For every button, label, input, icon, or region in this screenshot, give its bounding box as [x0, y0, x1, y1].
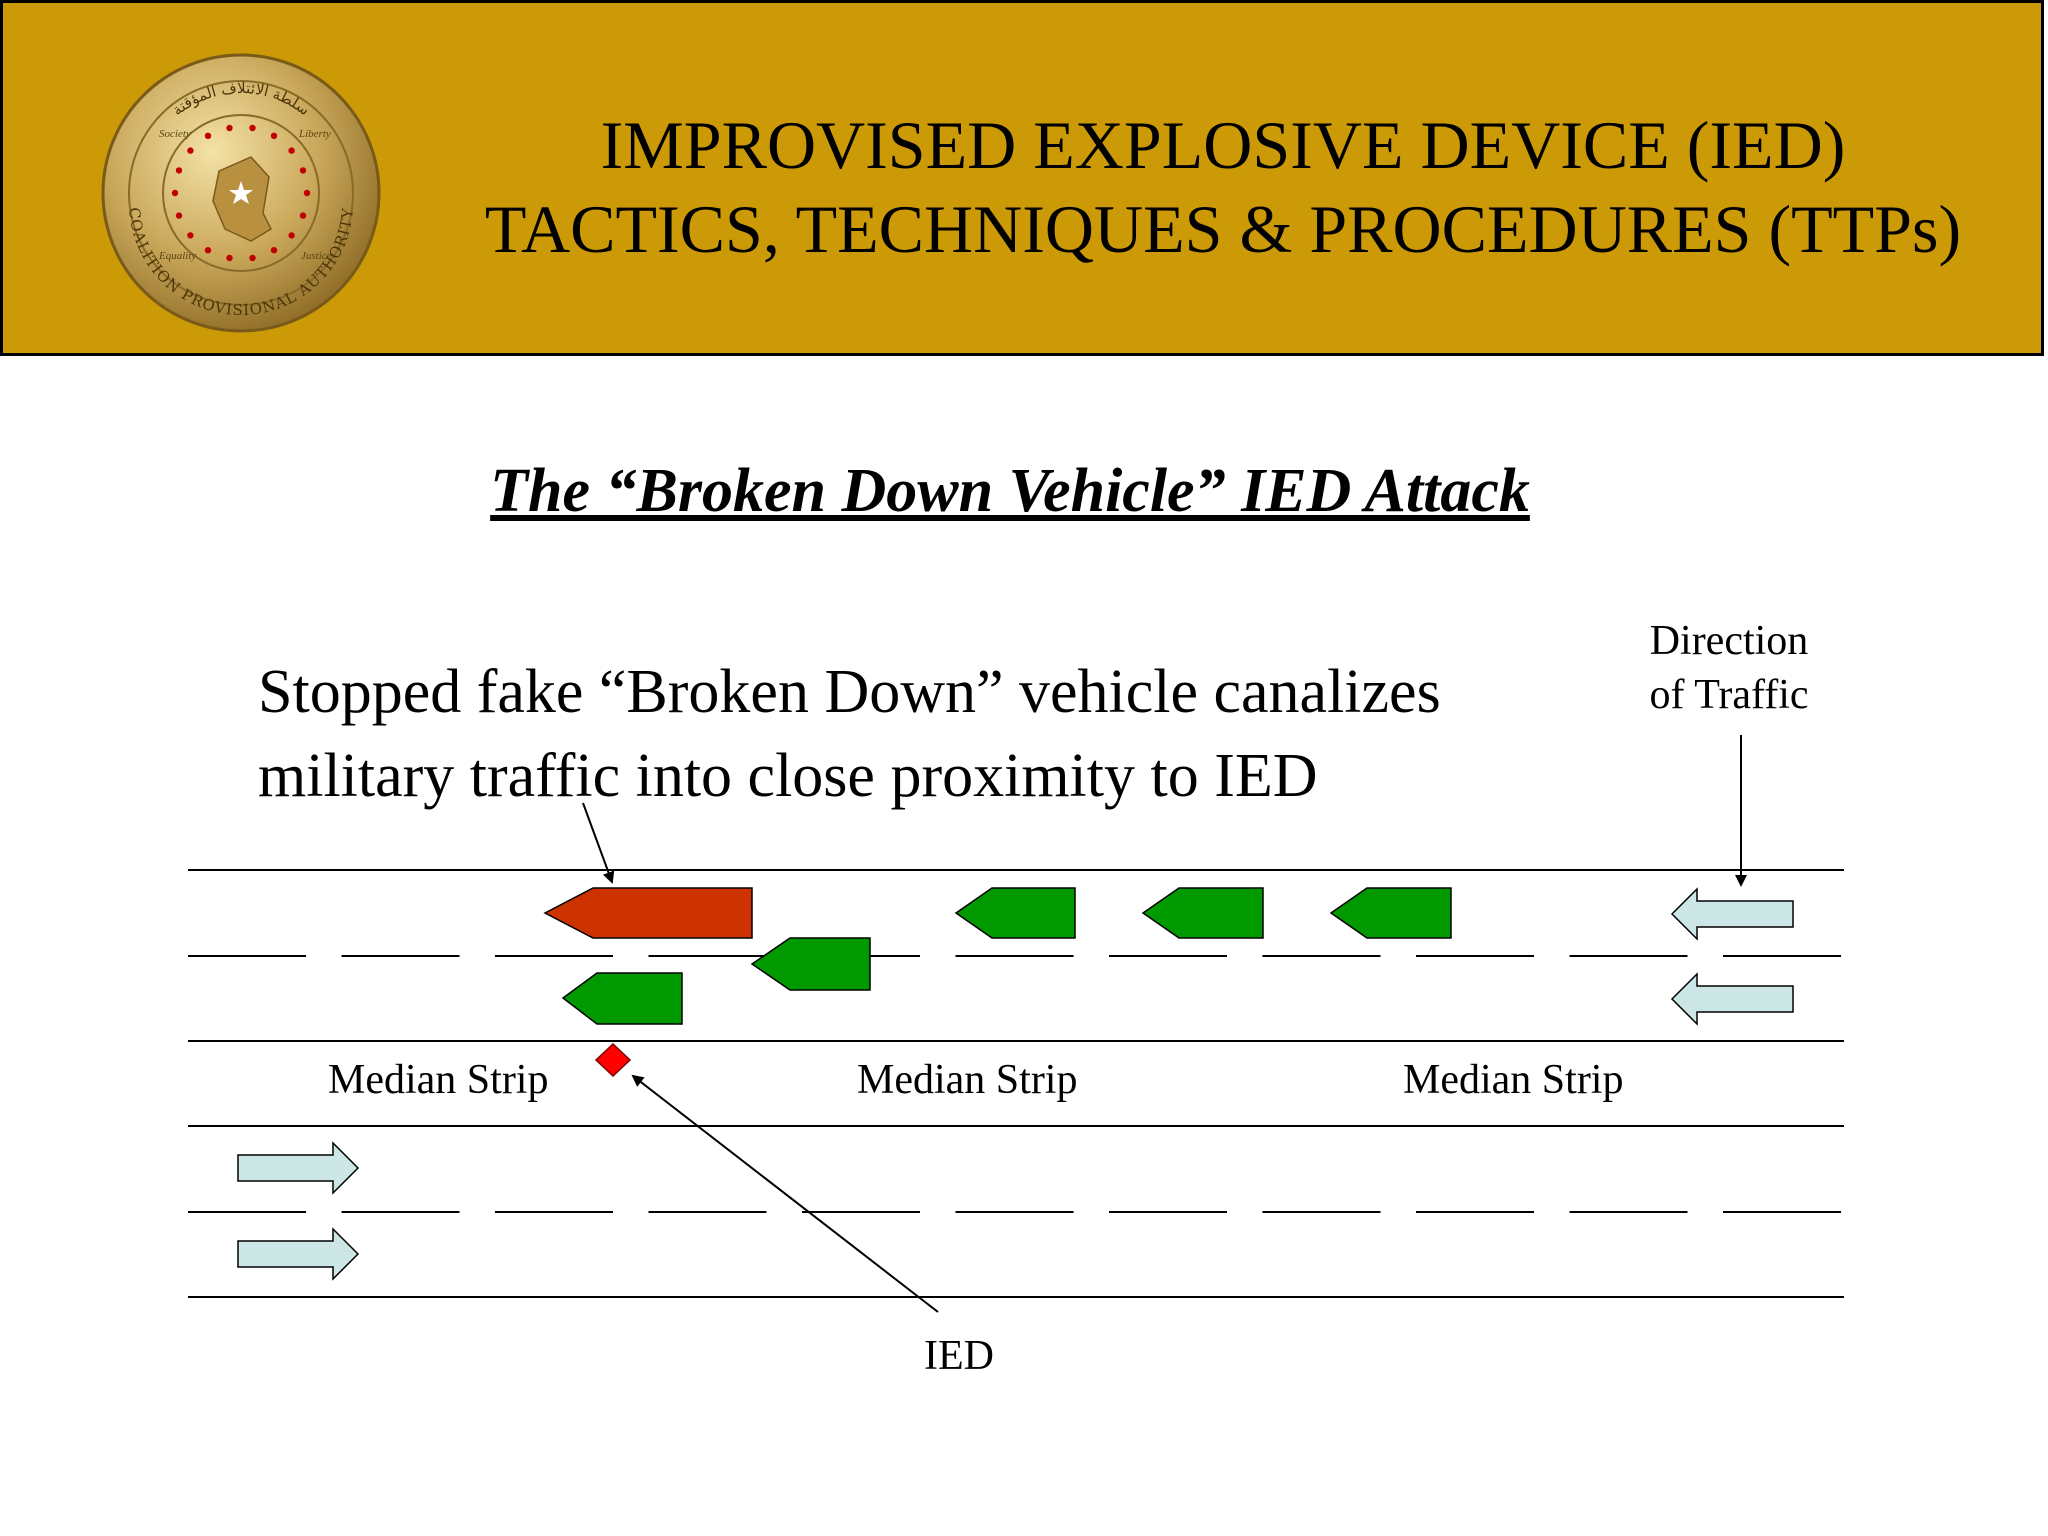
seal-star-icon: [204, 132, 212, 139]
svg-text:Society: Society: [159, 128, 191, 140]
ied-pointer-arrow: [631, 1074, 939, 1313]
military-vehicle: [1141, 887, 1264, 939]
caption-line2: military traffic into close proximity to…: [258, 742, 1318, 810]
seal-star-icon: [270, 132, 278, 139]
direction-line2: of Traffic: [1649, 672, 1809, 718]
lane-divider-dashes: [188, 955, 1841, 1213]
traffic-arrow-right: [237, 1227, 360, 1281]
svg-text:Liberty: Liberty: [298, 128, 331, 140]
caption-text: Stopped fake “Broken Down” vehicle canal…: [258, 650, 1658, 818]
seal-star-icon: [299, 167, 307, 174]
seal-star-icon: [249, 124, 256, 132]
seal-star-icon: [171, 189, 179, 197]
caption-line1: Stopped fake “Broken Down” vehicle canal…: [258, 658, 1441, 726]
military-vehicle: [954, 887, 1076, 939]
traffic-arrow-left: [1670, 972, 1794, 1026]
header-band: سلطة الائتلاف المؤقتة COALITION PROVISIO…: [0, 0, 2044, 356]
seal-star-icon: [303, 189, 311, 197]
direction-of-traffic-label: Direction of Traffic: [1620, 614, 1838, 722]
seal-star-icon: [226, 254, 233, 262]
seal-star-icon: [204, 247, 212, 254]
header-title-line1: IMPROVISED EXPLOSIVE DEVICE (IED): [600, 107, 1846, 183]
seal-star-icon: [288, 147, 295, 154]
seal-star-icon: [187, 232, 194, 239]
broken-down-vehicle: [543, 887, 753, 939]
header-title-line2: TACTICS, TECHNIQUES & PROCEDURES (TTPs): [484, 191, 1962, 267]
military-vehicle: [1329, 887, 1452, 939]
seal-star-icon: [270, 247, 278, 254]
seal-star-icon: [175, 212, 183, 219]
cpa-seal-logo: سلطة الائتلاف المؤقتة COALITION PROVISIO…: [101, 53, 381, 333]
seal-star-icon: [187, 147, 194, 154]
caption-pointer-arrow: [582, 802, 615, 884]
traffic-arrow-right: [237, 1141, 360, 1195]
military-vehicle: [750, 937, 871, 991]
military-vehicle: [561, 972, 683, 1025]
seal-star-icon: [249, 254, 256, 262]
median-strip-label: Median Strip: [1403, 1057, 1624, 1103]
seal-star-icon: [175, 167, 183, 174]
ied-marker: [594, 1042, 632, 1078]
median-strip-label: Median Strip: [857, 1057, 1078, 1103]
header-title: IMPROVISED EXPLOSIVE DEVICE (IED) TACTIC…: [403, 103, 2043, 271]
svg-text:Justice: Justice: [301, 250, 332, 262]
direction-line1: Direction: [1649, 618, 1809, 664]
slide-subtitle: The “Broken Down Vehicle” IED Attack: [490, 457, 1530, 525]
median-strip-label: Median Strip: [328, 1057, 549, 1103]
svg-text:Equality: Equality: [158, 250, 196, 262]
traffic-arrow-left: [1670, 887, 1794, 941]
ied-label: IED: [924, 1333, 994, 1379]
seal-star-icon: [226, 124, 233, 132]
seal-star-icon: [288, 232, 295, 239]
seal-star-icon: [299, 212, 307, 219]
